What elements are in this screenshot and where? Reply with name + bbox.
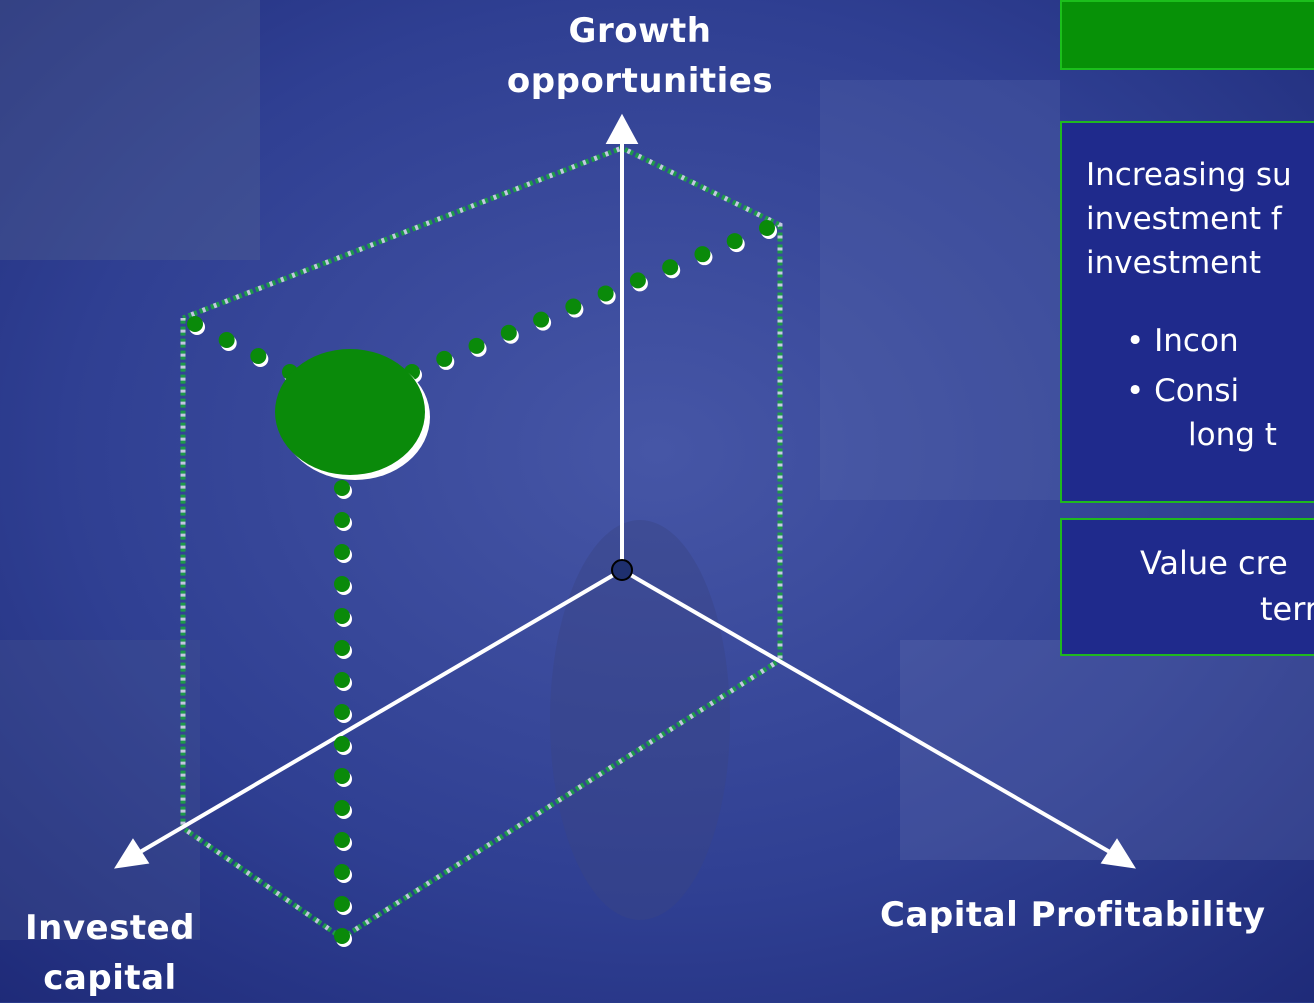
projection-profitability-dot [334, 704, 350, 720]
projection-growth-dot [597, 285, 614, 302]
projection-profitability-dot [334, 608, 350, 624]
bullet-text-1: Incon [1154, 323, 1239, 359]
axis-label-invested: Invested capital [0, 903, 220, 1003]
projection-invested-dot [187, 316, 203, 332]
projection-profitability-dot [334, 480, 350, 496]
bullet-text-2: Consi [1154, 373, 1240, 409]
value-creation-box: Value cre terr [1060, 518, 1314, 656]
origin-dot-icon [611, 559, 633, 581]
axis-invested-line [133, 568, 624, 857]
projection-profitability-dot [334, 896, 350, 912]
dotted-plane [180, 145, 783, 941]
info-line-3: investment [1086, 245, 1262, 281]
bullet-item-2: • Consi [1126, 373, 1240, 409]
projection-growth-dot [565, 298, 582, 315]
projection-profitability-dot [334, 768, 350, 784]
projection-profitability-dot [334, 672, 350, 688]
projection-growth-dot [726, 233, 743, 250]
axis-label-invested-word: capital [43, 958, 177, 998]
projection-profitability-dot [334, 832, 350, 848]
projection-growth-dot [468, 337, 485, 354]
projection-growth-dot [759, 220, 775, 236]
axis-label-invested-word: Invested [25, 908, 195, 948]
projection-invested-dot [250, 348, 267, 364]
projection-profitability-dot [334, 544, 350, 560]
projection-growth-dot [500, 324, 517, 341]
arrow-up-icon [605, 113, 639, 144]
projection-growth-dot [533, 311, 550, 328]
dotted-projection-lines [187, 220, 777, 947]
projection-profitability-dot [334, 512, 350, 528]
arrow-down-left-icon [114, 838, 150, 869]
projection-growth-dot [436, 350, 453, 367]
projection-growth-dot [629, 272, 646, 289]
projection-profitability-dot [334, 864, 350, 880]
projection-growth-dot [662, 259, 679, 276]
projection-profitability-dot [334, 800, 350, 816]
info-description: Increasing su investment f investment [1086, 153, 1314, 285]
axis-label-profitability: Capital Profitability [880, 895, 1266, 935]
value-line-2: terr [1260, 590, 1314, 628]
projection-profitability-dot [334, 640, 350, 656]
projection-profitability-dot [334, 576, 350, 592]
axis-profitability-line [620, 568, 1117, 857]
info-line-1: Increasing su [1086, 157, 1292, 193]
position-marker [275, 349, 430, 480]
axis-label-growth: Growth opportunities [470, 6, 810, 106]
axis-lines [114, 113, 1136, 869]
info-box: Increasing su investment f investment • … [1060, 121, 1314, 503]
bullet-item-1: • Incon [1126, 323, 1239, 359]
projection-invested-dot [218, 332, 235, 348]
panel-title-bar [1060, 0, 1314, 70]
projection-profitability-dot [334, 736, 350, 752]
projection-profitability-dot [334, 928, 350, 944]
info-line-2: investment f [1086, 201, 1282, 237]
bullet-text-2-continued: long t [1188, 417, 1277, 453]
axis-label-growth-word: opportunities [506, 61, 774, 101]
projection-growth-dot [694, 246, 711, 263]
value-line-1: Value cre [1140, 544, 1288, 582]
arrow-down-right-icon [1100, 838, 1136, 869]
axis-label-growth-word: Growth [568, 11, 712, 51]
